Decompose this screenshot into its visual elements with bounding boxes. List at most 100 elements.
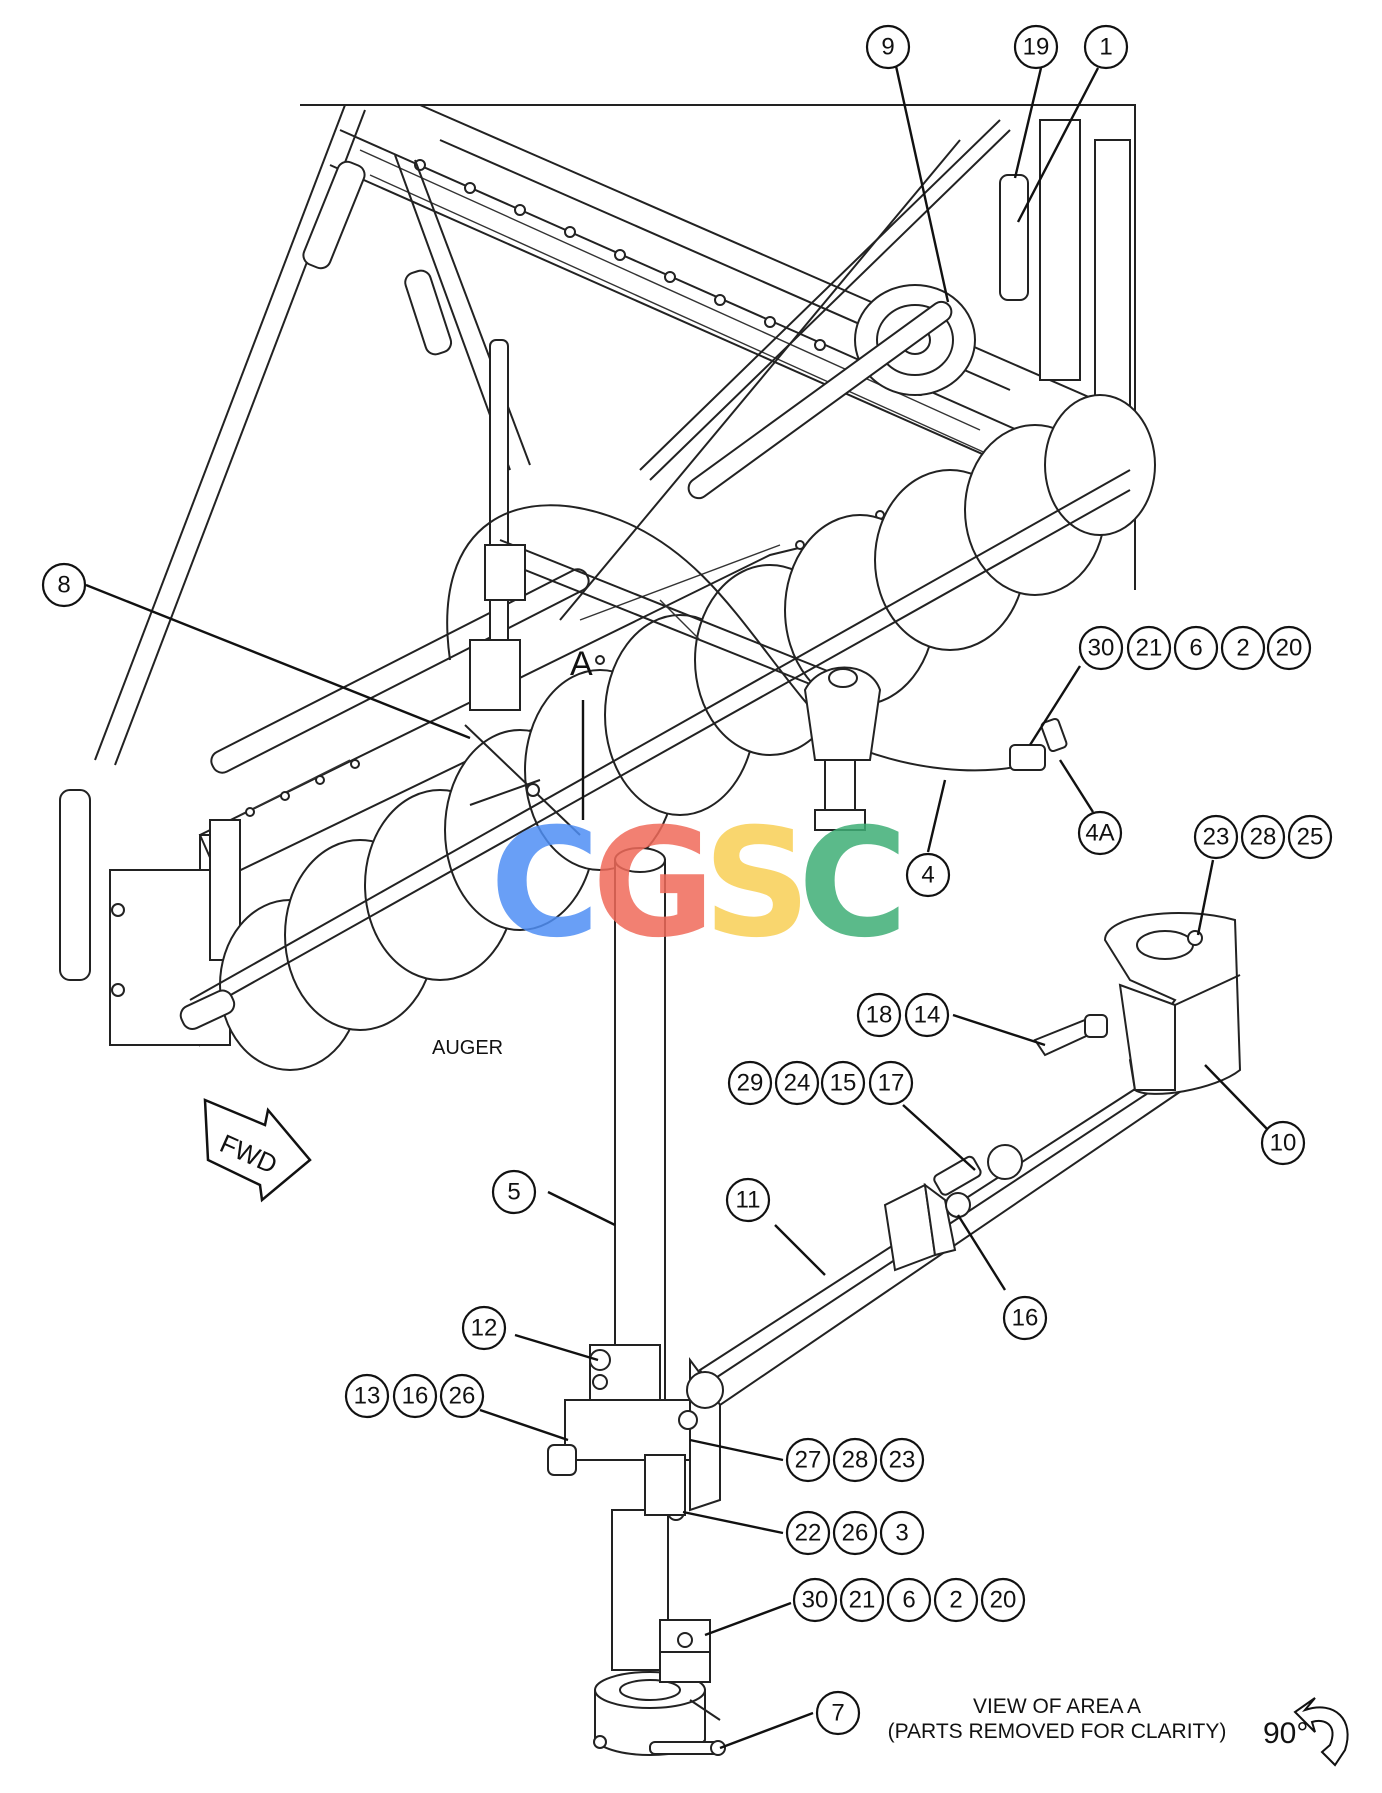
svg-text:25: 25 xyxy=(1297,824,1324,851)
callout-25: 25 xyxy=(1287,814,1333,860)
forward-arrow: FWD xyxy=(203,1098,312,1203)
area-a-marker: A xyxy=(570,645,593,683)
svg-text:4: 4 xyxy=(921,862,934,889)
svg-text:7: 7 xyxy=(831,1700,844,1727)
svg-text:21: 21 xyxy=(849,1587,876,1614)
svg-text:17: 17 xyxy=(878,1070,905,1097)
svg-text:20: 20 xyxy=(1276,635,1303,662)
svg-text:15: 15 xyxy=(830,1070,857,1097)
svg-text:6: 6 xyxy=(902,1587,915,1614)
callout-24: 24 xyxy=(774,1060,820,1106)
support-bars xyxy=(94,104,531,766)
callouts: 9 19 1 8 30 21 6 2 20 4A 4 23 28 25 18 1… xyxy=(41,24,1333,1736)
callout-20-lower: 20 xyxy=(980,1577,1026,1623)
watermark-letter-g: G xyxy=(592,797,715,971)
watermark-letter-c1: C xyxy=(490,797,600,971)
rotation-label: 90° xyxy=(1263,1717,1308,1750)
callout-5: 5 xyxy=(491,1169,537,1215)
svg-text:14: 14 xyxy=(914,1002,941,1029)
svg-text:22: 22 xyxy=(795,1520,822,1547)
callout-3: 3 xyxy=(879,1510,925,1556)
svg-text:6: 6 xyxy=(1189,635,1202,662)
callout-8: 8 xyxy=(41,562,87,608)
svg-text:23: 23 xyxy=(1203,824,1230,851)
callout-4a: 4A xyxy=(1077,810,1123,856)
svg-text:2: 2 xyxy=(949,1587,962,1614)
callout-11: 11 xyxy=(725,1177,771,1223)
callout-18: 18 xyxy=(856,992,902,1038)
svg-text:28: 28 xyxy=(1250,824,1277,851)
callout-2-lower: 2 xyxy=(933,1577,979,1623)
watermark-letter-s: S xyxy=(703,797,811,971)
cgsc-watermark: C G S C xyxy=(490,797,908,971)
callout-19: 19 xyxy=(1013,24,1059,70)
callout-2-upper: 2 xyxy=(1220,625,1266,671)
callout-13: 13 xyxy=(344,1373,390,1419)
svg-text:11: 11 xyxy=(736,1187,761,1214)
svg-text:3: 3 xyxy=(895,1520,908,1547)
svg-text:18: 18 xyxy=(866,1002,893,1029)
svg-text:24: 24 xyxy=(784,1070,811,1097)
callout-22: 22 xyxy=(785,1510,831,1556)
callout-26-lower: 26 xyxy=(832,1510,878,1556)
auger-flighting xyxy=(179,394,1156,1071)
callout-28-lower: 28 xyxy=(832,1437,878,1483)
callout-4: 4 xyxy=(905,852,951,898)
svg-text:20: 20 xyxy=(990,1587,1017,1614)
callout-16-arm: 16 xyxy=(1002,1295,1048,1341)
leader-lines xyxy=(85,65,1269,1750)
svg-text:16: 16 xyxy=(402,1383,429,1410)
svg-text:30: 30 xyxy=(802,1587,829,1614)
callout-12: 12 xyxy=(461,1305,507,1351)
callout-6-lower: 6 xyxy=(886,1577,932,1623)
rotate-arrow-icon xyxy=(1293,1697,1349,1767)
callout-21-lower: 21 xyxy=(839,1577,885,1623)
arm-housing-10 xyxy=(1033,911,1242,1095)
view-note-line2: (PARTS REMOVED FOR CLARITY) xyxy=(888,1720,1227,1743)
svg-text:26: 26 xyxy=(842,1520,869,1547)
callout-30-lower: 30 xyxy=(792,1577,838,1623)
svg-text:26: 26 xyxy=(449,1383,476,1410)
callout-7: 7 xyxy=(815,1690,861,1736)
svg-text:13: 13 xyxy=(354,1383,381,1410)
post-clamp xyxy=(547,1344,721,1521)
svg-text:27: 27 xyxy=(795,1447,822,1474)
callout-28-upper: 28 xyxy=(1240,814,1286,860)
view-note-line1: VIEW OF AREA A xyxy=(973,1695,1141,1718)
callout-6-upper: 6 xyxy=(1173,625,1219,671)
svg-text:29: 29 xyxy=(737,1070,764,1097)
callout-1: 1 xyxy=(1083,24,1129,70)
auger-label: AUGER xyxy=(432,1037,503,1059)
callout-14: 14 xyxy=(904,992,950,1038)
svg-text:5: 5 xyxy=(507,1179,520,1206)
callout-17: 17 xyxy=(868,1060,914,1106)
callout-27: 27 xyxy=(785,1437,831,1483)
sensor-arm-assembly xyxy=(446,339,1068,836)
svg-text:10: 10 xyxy=(1270,1130,1297,1157)
callout-21-upper: 21 xyxy=(1126,625,1172,671)
svg-text:28: 28 xyxy=(842,1447,869,1474)
callout-30-upper: 30 xyxy=(1078,625,1124,671)
svg-text:8: 8 xyxy=(57,572,70,599)
svg-text:23: 23 xyxy=(889,1447,916,1474)
svg-text:19: 19 xyxy=(1023,34,1050,61)
svg-text:2: 2 xyxy=(1236,635,1249,662)
watermark-letter-c2: C xyxy=(798,797,908,971)
callout-23-lower: 23 xyxy=(879,1437,925,1483)
svg-text:30: 30 xyxy=(1088,635,1115,662)
callout-9: 9 xyxy=(865,24,911,70)
callout-20-upper: 20 xyxy=(1266,625,1312,671)
svg-text:9: 9 xyxy=(881,34,894,61)
svg-text:12: 12 xyxy=(471,1315,498,1342)
horizontal-arm-11 xyxy=(686,1058,1192,1409)
svg-text:4A: 4A xyxy=(1085,820,1114,847)
callout-26-clamp: 26 xyxy=(439,1373,485,1419)
callout-15: 15 xyxy=(820,1060,866,1106)
svg-text:1: 1 xyxy=(1099,34,1112,61)
left-end-bracket xyxy=(59,789,241,1046)
callout-29: 29 xyxy=(727,1060,773,1106)
vertical-post-5 xyxy=(593,847,726,1756)
callout-23-upper: 23 xyxy=(1193,814,1239,860)
post-19 xyxy=(999,174,1029,301)
